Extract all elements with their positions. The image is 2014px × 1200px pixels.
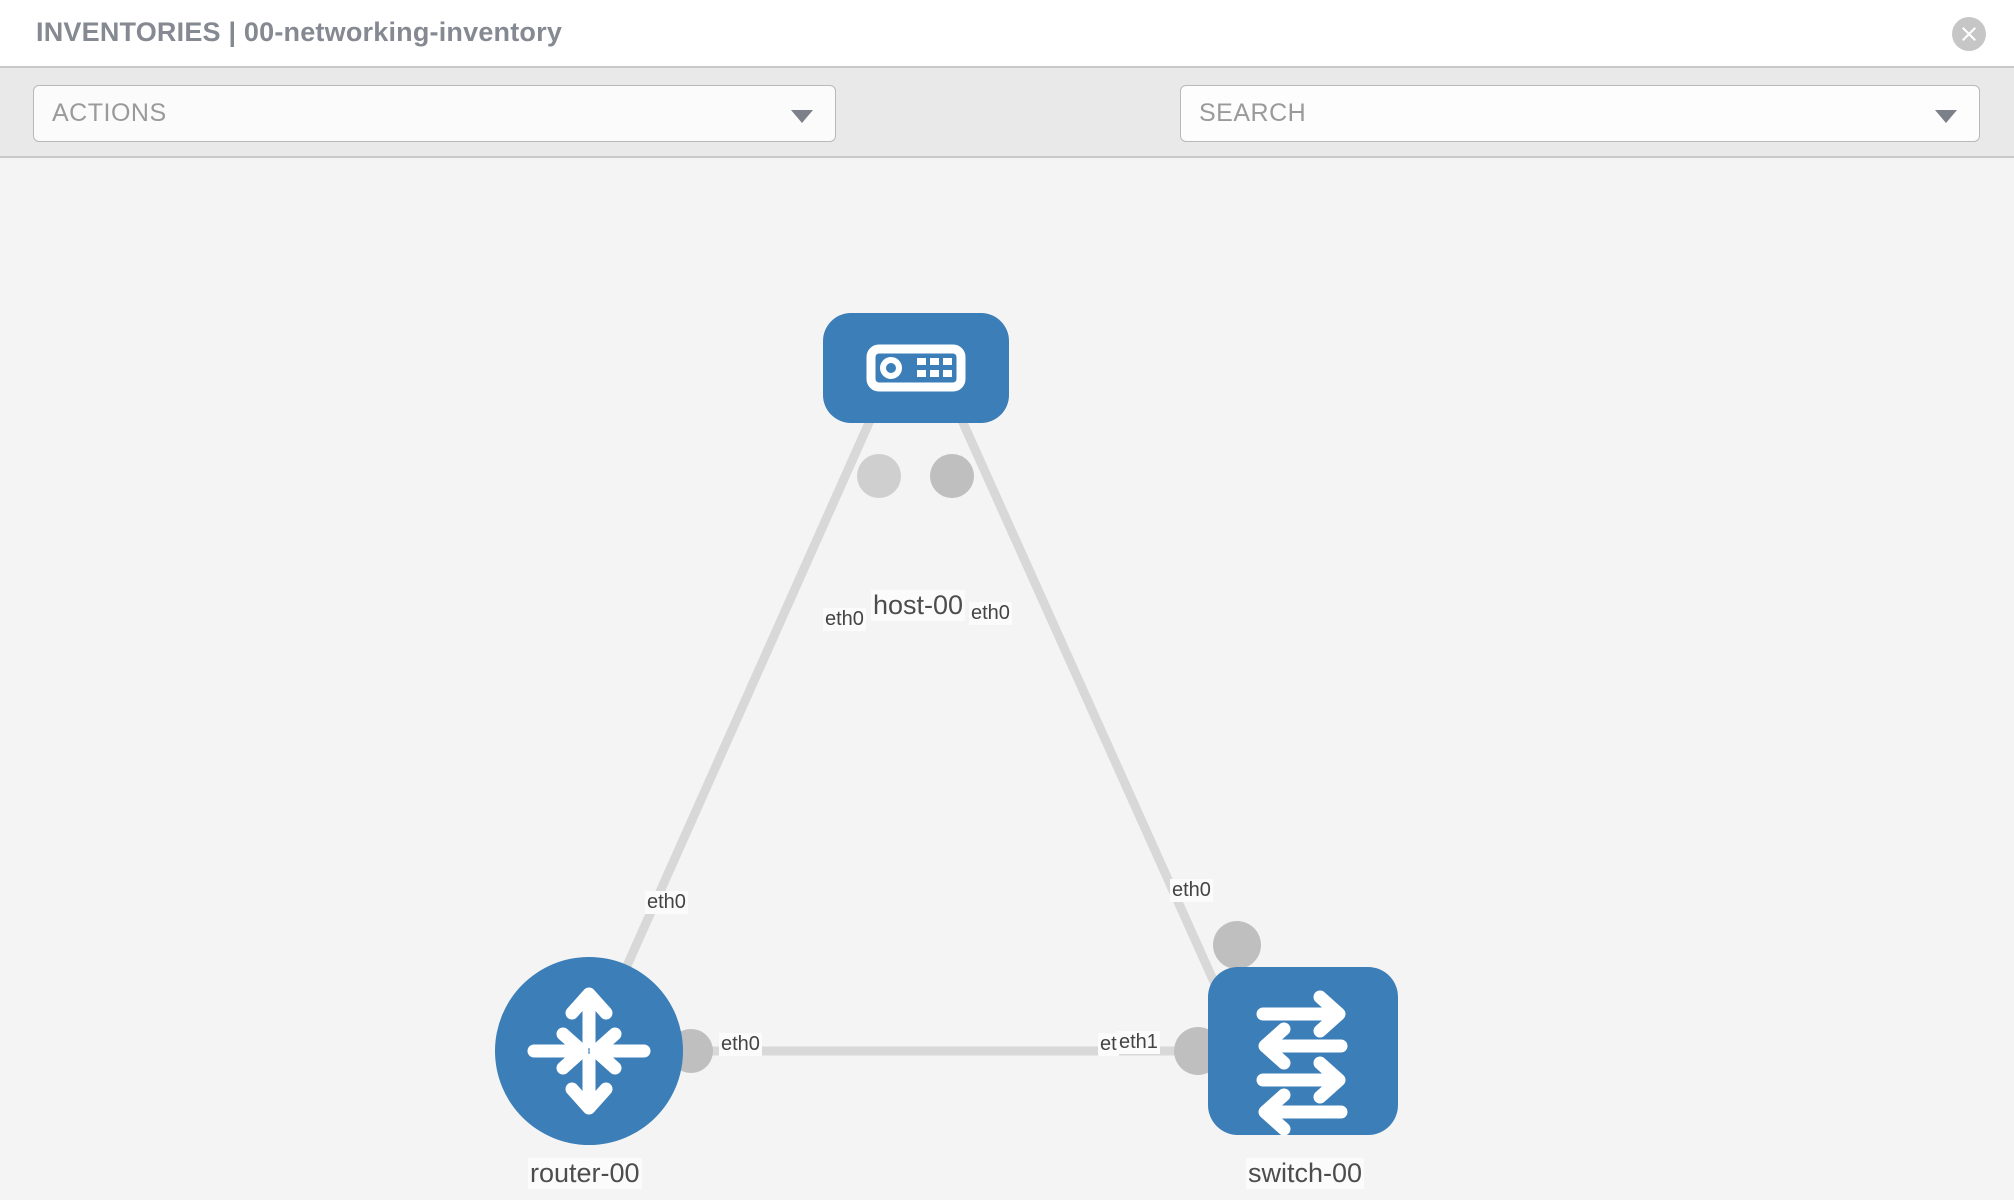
nub-host-right [930, 454, 974, 498]
link-host-switch[interactable] [955, 414, 1250, 1053]
search-placeholder: SEARCH [1199, 99, 1307, 127]
nub-switch-top [1213, 921, 1261, 969]
node-router-00[interactable] [495, 957, 683, 1145]
node-label-host-00: host-00 [871, 590, 966, 621]
server-appliance-icon [866, 344, 966, 392]
window-titlebar: INVENTORIES | 00-networking-inventory [0, 0, 2014, 68]
topology-graph [495, 313, 1398, 1145]
node-label-switch-00: switch-00 [1246, 1158, 1365, 1189]
node-host-00[interactable] [823, 313, 1009, 423]
interface-label-switch-up: eth0 [1170, 879, 1213, 902]
interface-label-host-right: eth0 [969, 602, 1012, 625]
topology-links [584, 414, 1303, 1056]
router-arrows-icon [527, 987, 651, 1115]
close-icon[interactable] [1952, 17, 1986, 51]
inventory-toolbar: ACTIONS SEARCH [0, 68, 2014, 194]
topology-connection-nubs [669, 454, 1261, 1075]
nub-host-left [857, 454, 901, 498]
interface-label-router-right: eth0 [719, 1033, 762, 1056]
node-label-router-00: router-00 [528, 1158, 642, 1189]
chevron-down-icon[interactable] [1935, 110, 1957, 123]
topology-canvas[interactable]: host-00 router-00 switch-00 eth0 eth0 et… [0, 158, 2014, 1200]
interface-label-switch-left: eth1 [1117, 1031, 1160, 1054]
chevron-down-icon [791, 110, 813, 123]
link-host-router[interactable] [584, 414, 877, 1053]
actions-dropdown[interactable]: ACTIONS [33, 85, 836, 142]
page-title: INVENTORIES | 00-networking-inventory [36, 17, 563, 47]
search-input[interactable]: SEARCH [1180, 85, 1980, 142]
node-switch-00[interactable] [1208, 967, 1398, 1136]
switch-arrows-icon [1256, 990, 1348, 1136]
interface-label-router-up: eth0 [645, 891, 688, 914]
interface-label-switch-left-partial: et [1098, 1033, 1119, 1056]
actions-dropdown-label: ACTIONS [52, 99, 167, 127]
interface-label-host-left: eth0 [823, 608, 866, 631]
